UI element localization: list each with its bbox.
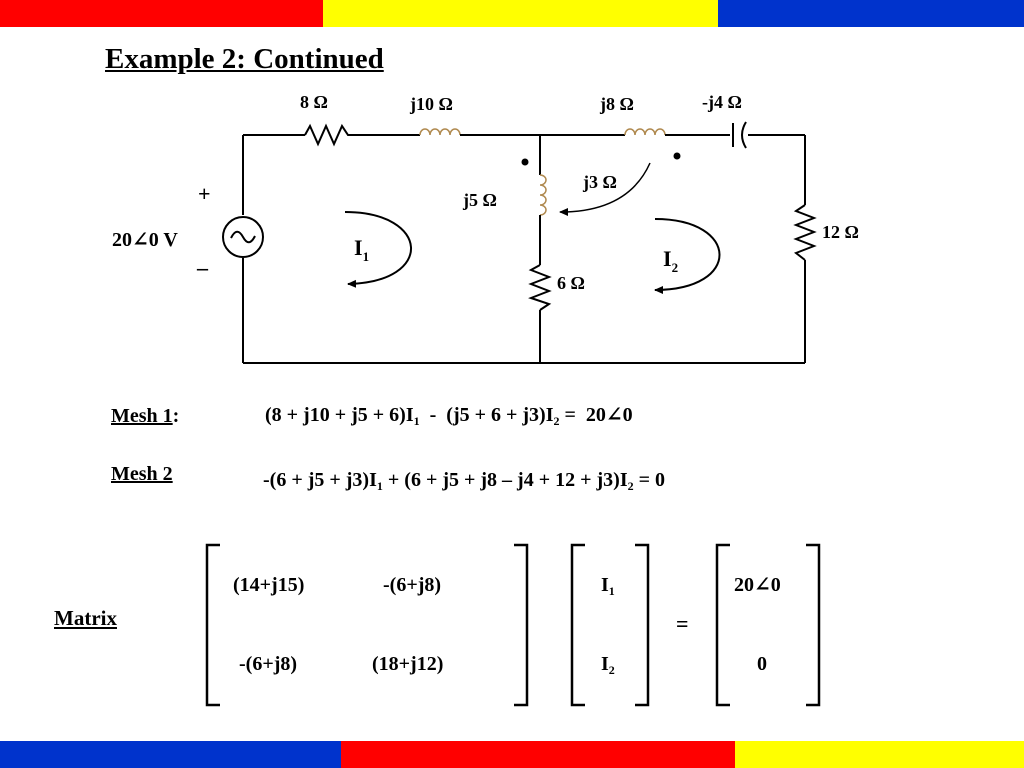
mesh-2-label: I2 bbox=[663, 246, 678, 275]
label-r8: 8 Ω bbox=[300, 92, 328, 112]
source-plus: + bbox=[198, 181, 211, 206]
matrix-x2: I2 bbox=[601, 653, 615, 678]
mesh-1-term-a: (8 + j10 + j5 + 6)I bbox=[265, 404, 414, 426]
label-l5: j5 Ω bbox=[462, 190, 497, 210]
mesh-2-equation: -(6 + j5 + j3)I1 + (6 + j5 + j8 – j4 + 1… bbox=[263, 469, 666, 494]
mesh-1-equation: (8 + j10 + j5 + 6)I1 - (j5 + 6 + j3)I2 =… bbox=[265, 404, 633, 429]
matrix-x1: I1 bbox=[601, 574, 615, 599]
matrix-b2: 0 bbox=[757, 653, 767, 675]
mesh-1-title: Mesh 1 bbox=[111, 405, 173, 427]
matrix-equals: = bbox=[676, 611, 689, 636]
mesh-1-sub-b: 2 bbox=[553, 414, 560, 429]
label-r12: 12 Ω bbox=[822, 222, 859, 242]
coupling-dot-left bbox=[521, 158, 529, 166]
mesh-2-term-b: + (6 + j5 + j8 – j4 + 12 + j3)I bbox=[382, 469, 628, 491]
band-blue bbox=[718, 0, 1024, 27]
mesh-2-term-c: = 0 bbox=[633, 469, 666, 491]
mesh-1-term-b: - (j5 + 6 + j3)I bbox=[419, 404, 554, 426]
matrix-a21: -(6+j8) bbox=[239, 653, 298, 675]
coupling-dot-right bbox=[673, 152, 681, 160]
mesh-1-term-c: = 20∠0 bbox=[559, 404, 633, 426]
band-yellow-bottom bbox=[735, 741, 1024, 768]
inductor-j10 bbox=[405, 128, 470, 136]
source-value: 20∠0 V bbox=[112, 229, 178, 251]
mesh-2-sub-b: 2 bbox=[627, 479, 634, 494]
matrix-a12: -(6+j8) bbox=[383, 574, 442, 596]
matrix-b1: 20∠0 bbox=[734, 574, 781, 596]
top-color-band bbox=[0, 0, 1024, 27]
mesh-1-heading: Mesh 1: bbox=[111, 406, 179, 426]
mesh-2-term-a: -(6 + j5 + j3)I bbox=[263, 469, 377, 491]
matrix-x2-var: I bbox=[601, 653, 609, 675]
matrix-x1-var: I bbox=[601, 574, 609, 596]
matrix-x2-sub: 2 bbox=[608, 663, 615, 678]
ac-source bbox=[222, 216, 264, 258]
inductor-j8 bbox=[612, 128, 675, 136]
band-red-bottom bbox=[341, 741, 735, 768]
matrix-a22: (18+j12) bbox=[372, 653, 444, 675]
slide-title: Example 2: Continued bbox=[105, 43, 384, 75]
band-blue-bottom bbox=[0, 741, 341, 768]
mesh-1-label: I1 bbox=[354, 235, 369, 264]
matrix-a11: (14+j15) bbox=[233, 574, 305, 596]
matrix-x1-sub: 1 bbox=[608, 584, 615, 599]
inductor-j5 bbox=[539, 168, 547, 218]
label-m3: j3 Ω bbox=[582, 172, 617, 192]
label-l8: j8 Ω bbox=[599, 94, 634, 114]
mutual-coupling-arrow bbox=[559, 162, 651, 216]
mesh-1-sub-a: 1 bbox=[413, 414, 420, 429]
mesh-2-arrow bbox=[654, 218, 721, 294]
resistor-6 bbox=[528, 264, 552, 311]
band-red bbox=[0, 0, 323, 27]
bottom-color-band bbox=[0, 741, 1024, 768]
matrix-label: Matrix bbox=[54, 606, 117, 630]
label-l10: j10 Ω bbox=[409, 94, 453, 114]
mesh-2-title: Mesh 2 bbox=[111, 463, 173, 485]
mesh-1-colon: : bbox=[172, 405, 180, 427]
mesh-2-sub-a: 1 bbox=[376, 479, 383, 494]
circuit-wires bbox=[242, 134, 806, 364]
resistor-12 bbox=[793, 204, 817, 261]
mesh-1-arrow bbox=[344, 211, 412, 288]
source-minus: – bbox=[196, 255, 209, 280]
band-yellow bbox=[323, 0, 718, 27]
resistor-8 bbox=[304, 123, 350, 147]
label-r6: 6 Ω bbox=[557, 273, 585, 293]
capacitor-j4 bbox=[732, 121, 747, 149]
label-c4: -j4 Ω bbox=[702, 92, 742, 112]
